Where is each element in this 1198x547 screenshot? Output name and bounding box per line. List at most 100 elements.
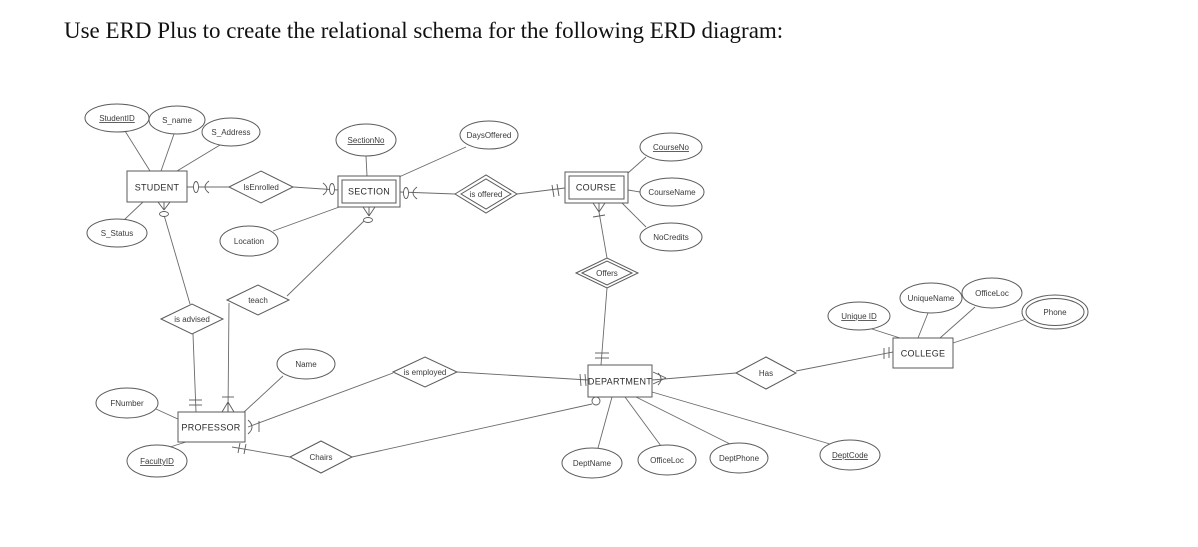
entity-course-label: COURSE bbox=[576, 182, 616, 192]
relationship-is-enrolled-label: IsEnrolled bbox=[243, 183, 279, 192]
attribute-dept-phone-label: DeptPhone bbox=[719, 454, 760, 463]
attribute-s-name-label: S_name bbox=[162, 116, 192, 125]
line-studentid-student bbox=[124, 130, 151, 172]
attribute-section-no-label: SectionNo bbox=[348, 136, 385, 145]
mark-teach-professor-many bbox=[221, 401, 229, 413]
line-nocredits-course bbox=[621, 202, 647, 228]
line-saddress-student bbox=[176, 144, 221, 172]
diagram-labels: STUDENT SECTION COURSE PROFESSOR DEPARTM… bbox=[99, 114, 1067, 468]
attribute-phone bbox=[1025, 298, 1085, 326]
attribute-s-address bbox=[201, 117, 261, 147]
mark-student-isadvised-many bbox=[157, 201, 165, 211]
mark-isoffered-course-one bbox=[551, 184, 555, 198]
connector-lines bbox=[123, 130, 1027, 458]
line-department-chairs bbox=[351, 403, 593, 458]
mark-course-offers-many bbox=[592, 202, 600, 213]
relationship-is-advised-label: is advised bbox=[174, 315, 210, 324]
entity-course bbox=[568, 175, 625, 200]
attribute-office-loc-dept-label: OfficeLoc bbox=[650, 456, 684, 465]
relationship-is-enrolled bbox=[227, 170, 295, 204]
attribute-no-credits bbox=[639, 222, 703, 252]
line-deptphone-department bbox=[635, 396, 731, 445]
attribute-f-number bbox=[95, 387, 159, 419]
attribute-dept-code-label: DeptCode bbox=[832, 451, 869, 460]
line-daysoffered-section bbox=[398, 146, 467, 178]
line-department-isemployed bbox=[456, 371, 589, 381]
attribute-office-loc-college bbox=[961, 277, 1023, 309]
relationship-teach-label: teach bbox=[248, 296, 268, 305]
attribute-unique-id-label: Unique ID bbox=[841, 312, 877, 321]
attribute-ovals bbox=[84, 103, 1089, 479]
relationship-offers bbox=[580, 260, 634, 286]
entity-section bbox=[341, 179, 397, 204]
mark-isemployed-professor-many bbox=[247, 419, 253, 435]
attribute-location-label: Location bbox=[234, 237, 264, 246]
attribute-dept-phone bbox=[709, 442, 769, 474]
mark-student-isenrolled bbox=[193, 181, 199, 193]
relationship-is-employed bbox=[391, 356, 459, 388]
relationship-is-advised bbox=[159, 303, 225, 335]
relationship-diamonds bbox=[159, 170, 798, 474]
line-department-has bbox=[651, 372, 737, 381]
attribute-dept-name-label: DeptName bbox=[573, 459, 612, 468]
line-section-isoffered bbox=[399, 191, 456, 195]
line-isemployed-professor bbox=[247, 372, 394, 428]
attribute-phone-label: Phone bbox=[1043, 308, 1067, 317]
page-title: Use ERD Plus to create the relational sc… bbox=[64, 18, 784, 43]
attribute-course-name-label: CourseName bbox=[648, 188, 696, 197]
line-courseno-course bbox=[627, 156, 647, 174]
mark-department-chairs-optional bbox=[591, 396, 601, 406]
entity-professor-label: PROFESSOR bbox=[181, 422, 240, 432]
attribute-faculty-id-label: FacultyID bbox=[140, 457, 174, 466]
attribute-location bbox=[219, 225, 279, 257]
line-officeloc-college bbox=[939, 306, 976, 339]
entity-student bbox=[126, 170, 188, 203]
attribute-f-number-label: FNumber bbox=[110, 399, 144, 408]
mark-section-teach-many bbox=[362, 206, 370, 217]
attribute-unique-name bbox=[899, 282, 963, 314]
line-isoffered-course bbox=[516, 187, 566, 195]
relationship-is-employed-label: is employed bbox=[404, 368, 447, 377]
line-deptcode-department bbox=[651, 391, 831, 445]
mark-chairs-professor-one bbox=[237, 442, 241, 454]
attribute-unique-id bbox=[827, 301, 891, 331]
entity-department-label: DEPARTMENT bbox=[588, 376, 652, 386]
relationship-offers-label: Offers bbox=[596, 269, 618, 278]
mark-department-has-many bbox=[657, 372, 662, 386]
attribute-office-loc-dept bbox=[637, 444, 697, 476]
relationship-has-label: Has bbox=[759, 369, 773, 378]
line-location-section bbox=[272, 205, 343, 232]
attribute-dept-code bbox=[819, 439, 881, 471]
attribute-course-no-label: CourseNo bbox=[653, 143, 690, 152]
entity-section-label: SECTION bbox=[348, 186, 390, 196]
attribute-faculty-id bbox=[126, 444, 188, 478]
cardinality-marks bbox=[157, 180, 890, 455]
attribute-s-address-label: S_Address bbox=[211, 128, 250, 137]
relationship-is-offered bbox=[460, 178, 512, 210]
line-sstatus-student bbox=[123, 201, 144, 221]
line-deptname-department bbox=[597, 396, 613, 449]
attribute-s-name bbox=[148, 105, 206, 135]
relationship-chairs bbox=[288, 440, 354, 474]
entity-college bbox=[892, 337, 954, 369]
entity-professor bbox=[177, 411, 246, 443]
line-isadvised-professor bbox=[192, 333, 197, 413]
line-sectionno-section bbox=[365, 155, 368, 177]
attribute-days-offered bbox=[459, 120, 519, 150]
entity-college-label: COLLEGE bbox=[901, 348, 946, 358]
line-uniquename-college bbox=[917, 312, 929, 339]
mark-isenrolled-section bbox=[329, 183, 335, 195]
line-officeloc-department bbox=[624, 396, 662, 447]
attribute-name-label: Name bbox=[295, 360, 317, 369]
entity-rectangles bbox=[126, 170, 954, 443]
relationship-is-offered-label: is offered bbox=[470, 190, 503, 199]
line-phone-college bbox=[952, 318, 1027, 344]
attribute-unique-name-label: UniqueName bbox=[908, 294, 955, 303]
line-coursename-course bbox=[627, 189, 641, 193]
attribute-s-status bbox=[86, 218, 148, 248]
attribute-office-loc-college-label: OfficeLoc bbox=[975, 289, 1009, 298]
mark-department-isemployed-one bbox=[579, 373, 582, 387]
relationship-teach bbox=[225, 284, 291, 316]
